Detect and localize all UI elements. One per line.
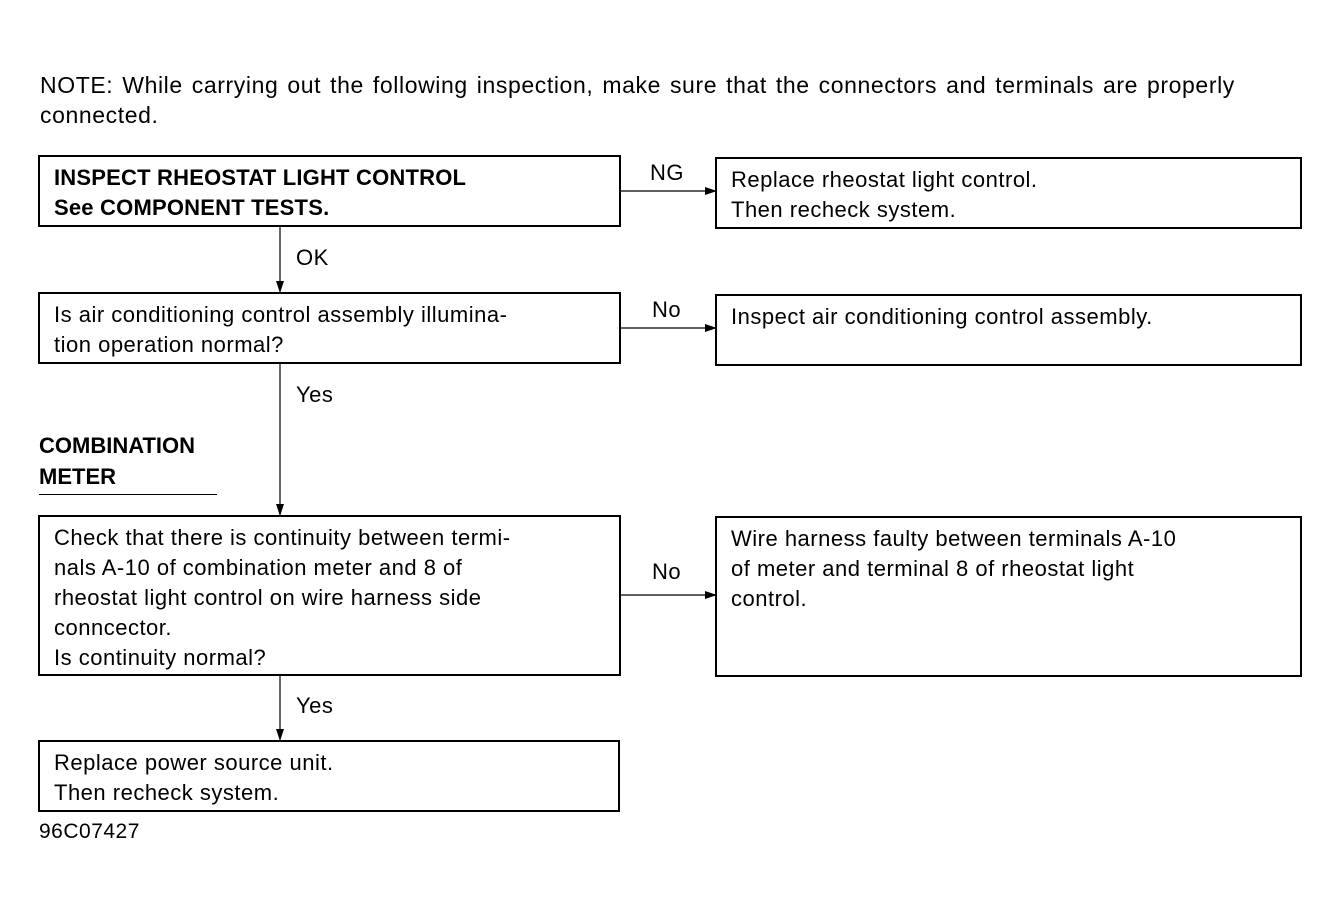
edge-label-ng: NG [650, 160, 684, 185]
step1-fail-box: Replace rheostat light control. Then rec… [715, 157, 1302, 229]
step2-box: Is air conditioning control assembly ill… [38, 292, 621, 364]
edge-label-ok: OK [296, 245, 329, 270]
section-label-line: COMBINATION [39, 433, 196, 458]
step3-fail-line: Wire harness faulty between terminals A-… [731, 526, 1177, 551]
step1-fail-line: Replace rheostat light control. [731, 167, 1038, 192]
step2-fail-box: Inspect air conditioning control assembl… [715, 294, 1302, 366]
step4-line: Replace power source unit. [54, 750, 334, 775]
step1-fail-line: Then recheck system. [731, 197, 957, 222]
step3-fail-box: Wire harness faulty between terminals A-… [715, 516, 1302, 677]
step1-box: INSPECT RHEOSTAT LIGHT CONTROL See COMPO… [38, 155, 621, 227]
step3-line: Check that there is continuity between t… [54, 525, 511, 550]
figure-id: 96C07427 [39, 820, 140, 843]
step3-line: rheostat light control on wire harness s… [54, 585, 482, 610]
inspection-note: NOTE: While carrying out the following i… [40, 72, 1235, 128]
step1-line: See COMPONENT TESTS. [54, 195, 330, 220]
step4-line: Then recheck system. [54, 780, 280, 805]
step2-line: tion operation normal? [54, 332, 284, 357]
step4-box: Replace power source unit. Then recheck … [38, 740, 620, 812]
edge-label-yes: Yes [296, 382, 334, 407]
section-label-line: METER [39, 464, 116, 489]
step3-line: conncector. [54, 615, 173, 640]
step3-line: Is continuity normal? [54, 645, 267, 670]
step3-fail-line: control. [731, 586, 808, 611]
step3-fail-line: of meter and terminal 8 of rheostat ligh… [731, 556, 1135, 581]
step1-line: INSPECT RHEOSTAT LIGHT CONTROL [54, 165, 467, 190]
edge-label-yes: Yes [296, 693, 334, 718]
step3-box: Check that there is continuity between t… [38, 515, 621, 676]
step3-line: nals A-10 of combination meter and 8 of [54, 555, 463, 580]
step2-fail-line: Inspect air conditioning control assembl… [731, 304, 1153, 329]
edge-label-no: No [652, 297, 682, 322]
edge-label-no: No [652, 559, 682, 584]
step2-line: Is air conditioning control assembly ill… [54, 302, 508, 327]
section-label-combination-meter: COMBINATION METER [39, 430, 217, 495]
